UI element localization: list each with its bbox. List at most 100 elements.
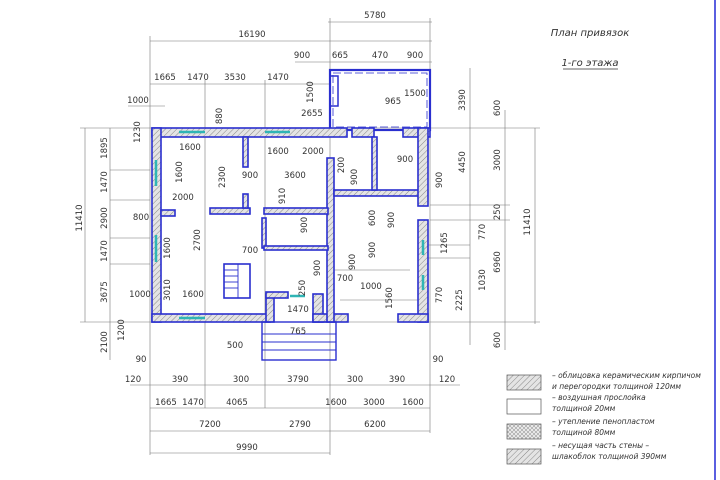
dimension-label: 900 [313,260,323,276]
dimension-label: 1600 [325,398,347,408]
dimension-label: 900 [387,212,397,228]
dimension-label: 1500 [306,81,316,103]
dimension-label: 665 [332,51,348,61]
dimension-label: 6200 [364,420,386,430]
dimension-label: 1600 [175,161,185,183]
legend-label: – воздушная прослойка [552,393,646,402]
windows [154,130,425,320]
dimension-label: 250 [493,204,503,220]
dimension-label: 9990 [236,443,258,453]
dimension-label: 1200 [117,319,127,341]
dimension-label: 2300 [218,166,228,188]
dimension-label: 1665 [154,73,176,83]
dimension-label: 5780 [364,11,386,21]
dimension-label: 4065 [226,398,248,408]
dimension-label: 1470 [267,73,289,83]
dimension-label: 2100 [100,331,110,353]
walls [151,127,431,323]
dimension-label: 200 [337,157,347,173]
dimension-label: 1000 [129,290,151,300]
dimension-label: 1470 [187,73,209,83]
drawing-subtitle: 1-го этажа [561,58,618,69]
dimension-label: 1600 [182,290,204,300]
dimension-label: 600 [368,210,378,226]
dimension-label: 1600 [163,237,173,259]
dimension-label: 1500 [404,89,426,99]
dimension-label: 16190 [238,30,265,40]
drawing-title: План привязок [551,28,630,39]
dimension-label: 1665 [155,398,177,408]
dimension-label: 900 [397,155,413,165]
dimension-label: 120 [125,375,141,385]
legend-swatch-blockwork [506,448,542,465]
stair [223,263,251,299]
dimension-label: 765 [290,327,306,337]
dimension-label: 3390 [458,89,468,111]
dimension-label: 600 [493,100,503,116]
legend-swatch-insulation [506,423,542,440]
dimension-label: 3000 [493,149,503,171]
dimension-label: 3530 [224,73,246,83]
dimension-label: 300 [233,375,249,385]
dimension-label: 880 [215,108,225,124]
dimension-label: 1895 [100,137,110,159]
legend-label: – утепление пенопластом [552,417,655,426]
dimension-label: 3010 [163,279,173,301]
dimension-label: 1470 [287,305,309,315]
legend-swatch-air-gap [506,398,542,415]
dimension-label: 1470 [100,171,110,193]
legend-label: шлакоблок толщиной 390мм [552,452,667,461]
dimension-label: 700 [337,274,353,284]
dimension-label: 7200 [199,420,221,430]
dimension-label: 3000 [363,398,385,408]
legend-label: толщиной 80мм [552,428,616,437]
dimension-label: 770 [435,287,445,303]
dimension-label: 11410 [523,208,533,235]
dimension-label: 2225 [455,289,465,311]
dimension-label: 6960 [493,251,503,273]
legend-label: – несущая часть стены – [552,441,649,450]
dimension-label: 470 [372,51,388,61]
legend-label: толщиной 20мм [552,404,616,413]
dimension-label: 250 [298,280,308,296]
porch-steps [261,321,337,361]
dimension-label: 2790 [289,420,311,430]
dimension-label: 90 [433,355,444,365]
dimension-label: 2000 [302,147,324,157]
dimension-label: 1000 [360,282,382,292]
dimension-label: 3675 [100,281,110,303]
dimension-label: 900 [407,51,423,61]
dimension-label: 900 [368,242,378,258]
dimension-label: 2000 [172,193,194,203]
dimension-label: 3600 [284,171,306,181]
dimension-label: 1470 [182,398,204,408]
dimension-label: 900 [348,254,358,270]
dimension-label: 900 [242,171,258,181]
dimension-label: 1600 [402,398,424,408]
dimension-label: 11410 [75,204,85,231]
dimension-label: 1000 [127,96,149,106]
veranda-annex [328,68,432,132]
dimension-label: 800 [133,213,149,223]
dimension-label: 900 [294,51,310,61]
dimension-label: 4450 [458,151,468,173]
dimension-label: 390 [172,375,188,385]
dimension-label: 1030 [478,269,488,291]
dimension-label: 1560 [385,287,395,309]
dimension-label: 2655 [301,109,323,119]
dimension-label: 3790 [287,375,309,385]
legend-label: и перегородки толщиной 120мм [552,382,681,391]
dimension-label: 500 [227,341,243,351]
dimension-label: 2700 [193,229,203,251]
legend-swatch-brick [506,374,542,391]
dimension-label: 700 [242,246,258,256]
dimension-label: 900 [350,169,360,185]
dimension-label: 910 [278,188,288,204]
legend: – облицовка керамическим кирпичом и пере… [506,371,701,465]
dimension-label: 120 [439,375,455,385]
dimension-label: 600 [493,332,503,348]
dimension-label: 90 [136,355,147,365]
dimension-label: 1265 [440,232,450,254]
dimension-label: 1600 [179,143,201,153]
